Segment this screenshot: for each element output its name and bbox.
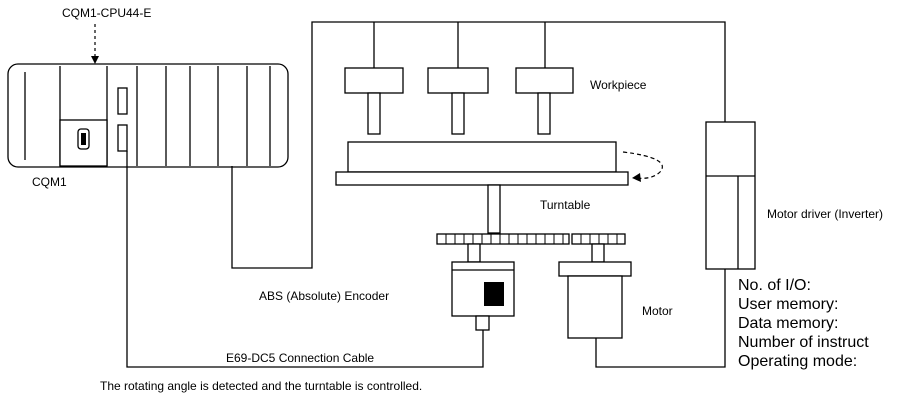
turntable-top xyxy=(347,141,617,173)
motor-driver-body xyxy=(705,121,756,270)
workpiece-label: Workpiece xyxy=(590,78,647,92)
motor-body xyxy=(567,275,623,339)
driver-motor-wiring xyxy=(595,269,726,368)
encoder-label: ABS (Absolute) Encoder xyxy=(259,289,389,303)
plc-cpu-module xyxy=(59,119,108,167)
turntable-base xyxy=(335,171,629,186)
encoder-cable xyxy=(126,151,484,368)
spec-list: No. of I/O: User memory: Data memory: Nu… xyxy=(738,277,869,370)
turntable xyxy=(335,141,629,234)
motor-driver-label: Motor driver (Inverter) xyxy=(767,207,883,221)
cable-label: E69-DC5 Connection Cable xyxy=(226,351,374,365)
plc-unit xyxy=(7,63,289,168)
cpu-pointer-arrowhead xyxy=(91,56,99,64)
encoder-gear xyxy=(436,233,570,245)
plc-connector-lower xyxy=(117,124,128,152)
motor xyxy=(558,261,632,339)
turntable-label: Turntable xyxy=(540,198,591,212)
rotation-arrowhead xyxy=(632,173,641,182)
gear-train xyxy=(436,233,626,263)
workpiece-3 xyxy=(515,67,574,135)
spec-data-memory: Data memory: xyxy=(738,315,838,332)
motor-flange xyxy=(558,261,632,277)
spec-operating-mode: Operating mode: xyxy=(738,353,857,370)
motor-label: Motor xyxy=(642,304,673,318)
motor-driver xyxy=(705,121,756,270)
diagram-caption: The rotating angle is detected and the t… xyxy=(100,379,422,393)
encoder-window xyxy=(484,282,504,306)
spec-user-memory: User memory: xyxy=(738,296,838,313)
motor-gear-shaft xyxy=(591,243,605,263)
plc-name-label: CQM1 xyxy=(32,175,67,189)
turntable-shaft xyxy=(487,184,501,234)
plc-connector-upper xyxy=(117,87,128,115)
workpiece-1 xyxy=(344,67,404,135)
encoder-gear-shaft xyxy=(467,243,481,263)
plc-rack-outline xyxy=(7,63,289,168)
spec-number-of-instructions: Number of instruct xyxy=(738,334,869,351)
spec-no-of-io: No. of I/O: xyxy=(738,277,811,294)
abs-encoder xyxy=(451,261,515,331)
rotation-arrow xyxy=(622,151,663,179)
encoder-shaft xyxy=(475,315,490,331)
cpu-model-label: CQM1-CPU44-E xyxy=(62,6,151,20)
output-wiring xyxy=(231,21,726,269)
workpiece-2 xyxy=(427,67,489,135)
